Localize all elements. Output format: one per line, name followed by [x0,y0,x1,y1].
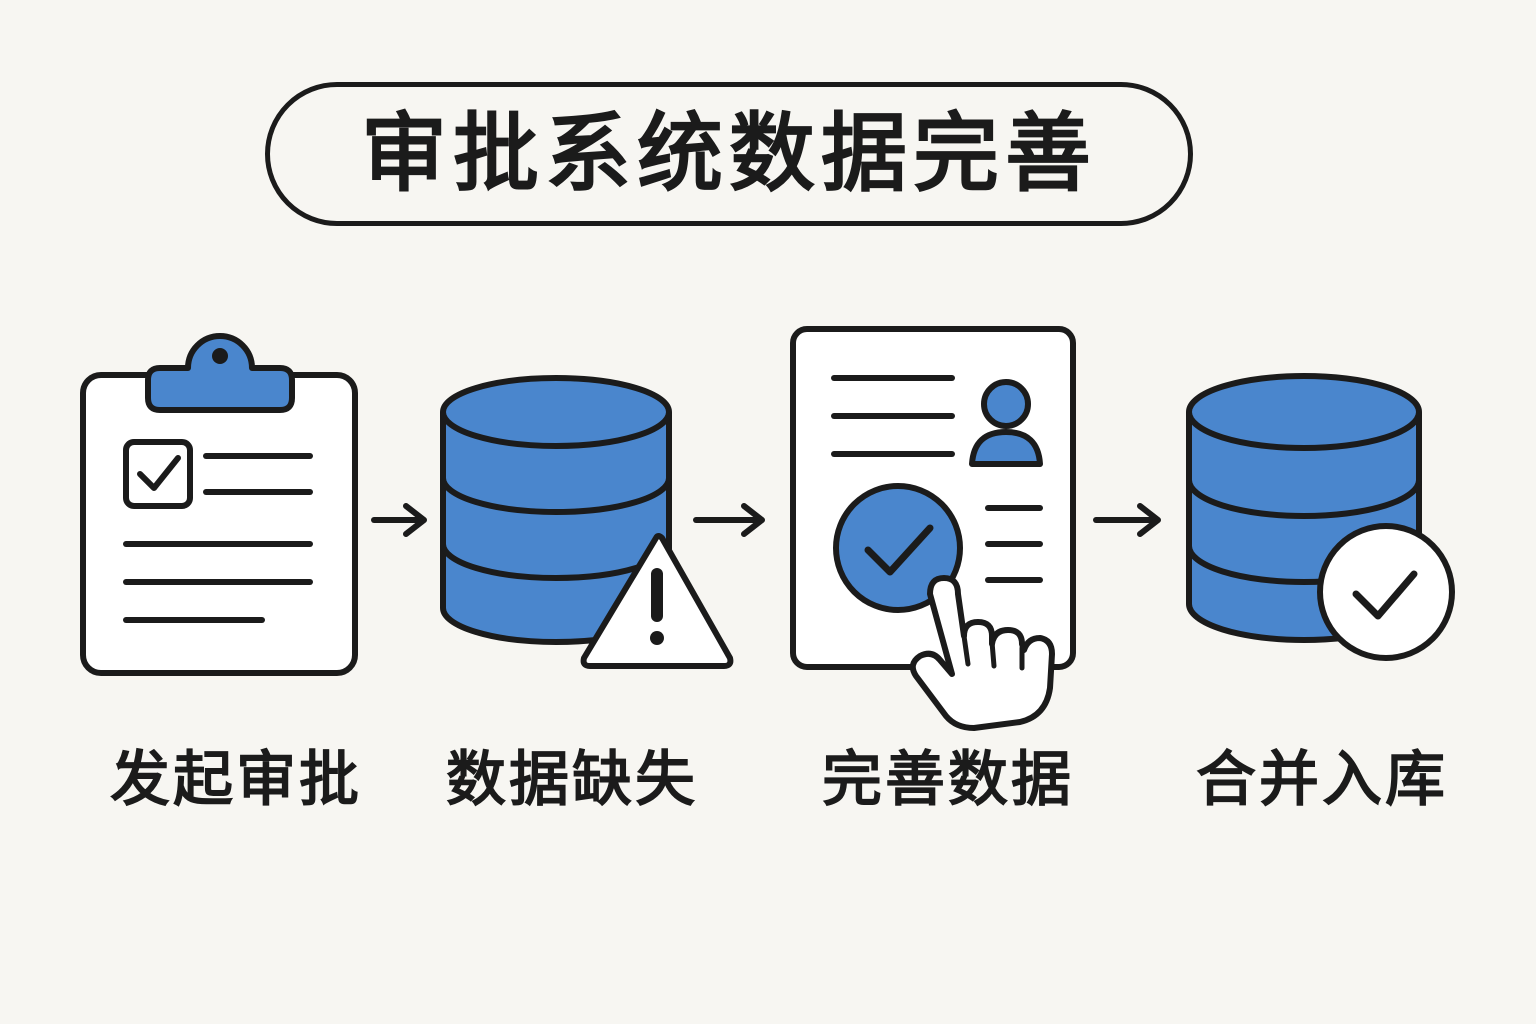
diagram-title: 审批系统数据完善 [361,104,1097,204]
step-label-merge-into-database: 合并入库 [1196,745,1448,815]
database-warning-icon [440,375,734,669]
database-check-icon [1186,373,1455,661]
step-label-complete-data: 完善数据 [822,745,1074,815]
step-label-initiate-approval: 发起审批 [110,745,362,815]
step-label-data-missing: 数据缺失 [446,745,698,815]
arrow-right-icon [371,503,427,537]
document-user-check-click-icon [790,326,1076,731]
arrow-right-icon [693,503,765,537]
arrow-right-icon [1093,503,1161,537]
clipboard-checklist-icon [80,333,358,676]
title-banner: 审批系统数据完善 [265,82,1193,226]
